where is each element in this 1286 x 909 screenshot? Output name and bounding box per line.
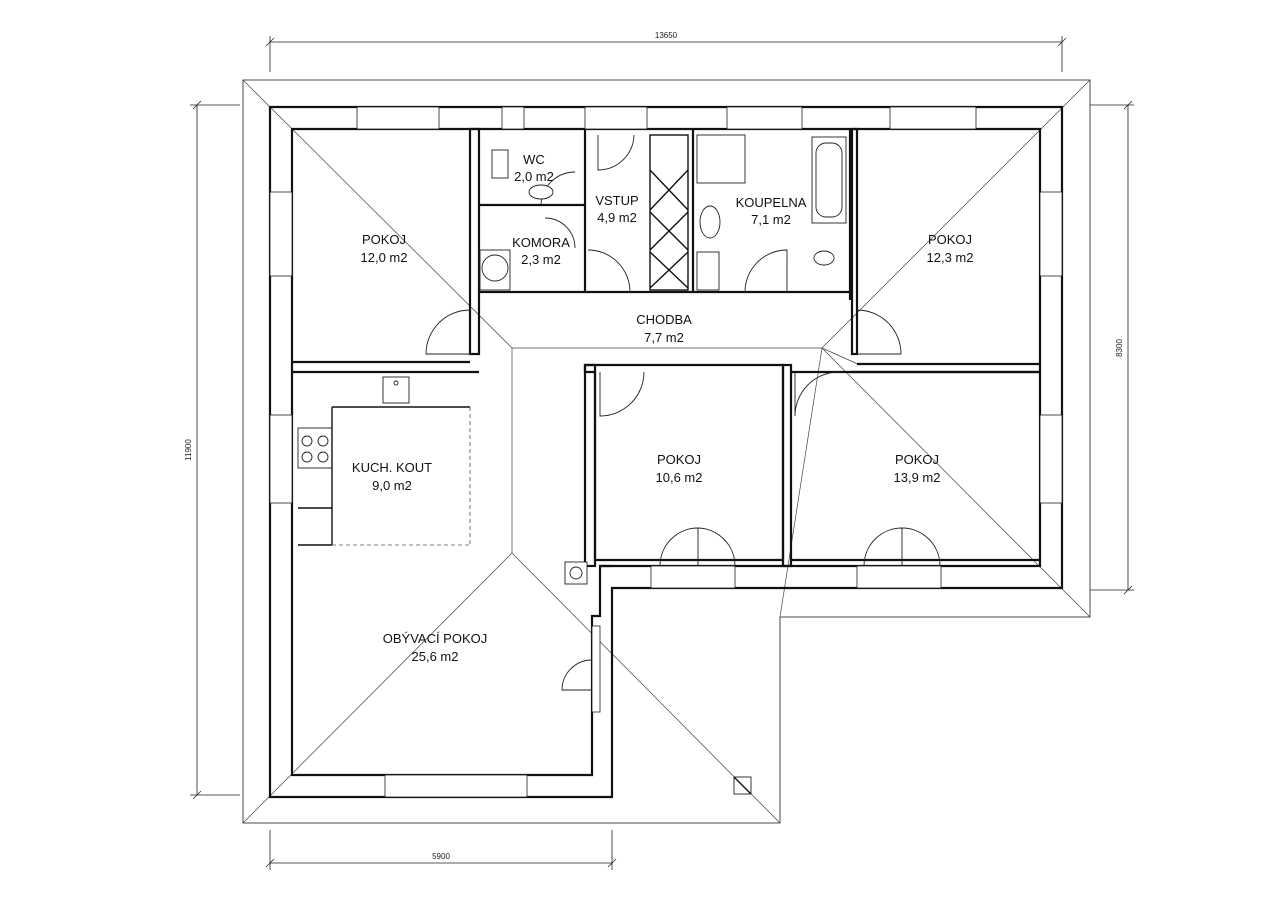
room-name-chodba: CHODBA: [636, 312, 692, 327]
room-name-kuch-kout: KUCH. KOUT: [352, 460, 432, 475]
dimension-left: 11900: [184, 439, 193, 461]
windows: [269, 106, 1063, 798]
room-name-koupelna: KOUPELNA: [736, 195, 807, 210]
doors: [425, 134, 941, 691]
shower-icon: [696, 134, 746, 184]
room-area-pokoj-se: 13,9 m2: [894, 470, 941, 485]
dimension-right: 8300: [1115, 339, 1124, 357]
room-area-obyvaci: 25,6 m2: [412, 649, 459, 664]
room-area-vstup: 4,9 m2: [597, 210, 637, 225]
room-name-pokoj-ne: POKOJ: [928, 232, 972, 247]
dimension-top: 13650: [655, 31, 678, 40]
room-area-pokoj-ne: 12,3 m2: [927, 250, 974, 265]
room-name-pokoj-nw: POKOJ: [362, 232, 406, 247]
sink-icon: [699, 205, 721, 239]
interior-walls: [292, 127, 1040, 568]
room-area-pokoj-nw: 12,0 m2: [361, 250, 408, 265]
room-name-komora: KOMORA: [512, 235, 570, 250]
room-name-obyvaci: OBÝVACÍ POKOJ: [383, 631, 488, 646]
roof-outline: [242, 79, 1091, 824]
fixtures: [297, 134, 847, 795]
cooktop-icon: [297, 427, 333, 469]
room-name-wc: WC: [523, 152, 545, 167]
room-labels: POKOJ 12,0 m2 WC 2,0 m2 KOMORA 2,3 m2 VS…: [352, 152, 974, 664]
room-name-pokoj-mid: POKOJ: [657, 452, 701, 467]
room-area-kuch-kout: 9,0 m2: [372, 478, 412, 493]
toilet-icon: [491, 149, 509, 179]
room-name-vstup: VSTUP: [595, 193, 638, 208]
room-name-pokoj-se: POKOJ: [895, 452, 939, 467]
toilet-icon-2: [813, 250, 835, 266]
dimension-bottom: 5900: [432, 852, 450, 861]
room-area-wc: 2,0 m2: [514, 169, 554, 184]
room-area-komora: 2,3 m2: [521, 252, 561, 267]
room-area-chodba: 7,7 m2: [644, 330, 684, 345]
dimension-lines: [190, 36, 1134, 870]
room-area-koupelna: 7,1 m2: [751, 212, 791, 227]
room-area-pokoj-mid: 10,6 m2: [656, 470, 703, 485]
